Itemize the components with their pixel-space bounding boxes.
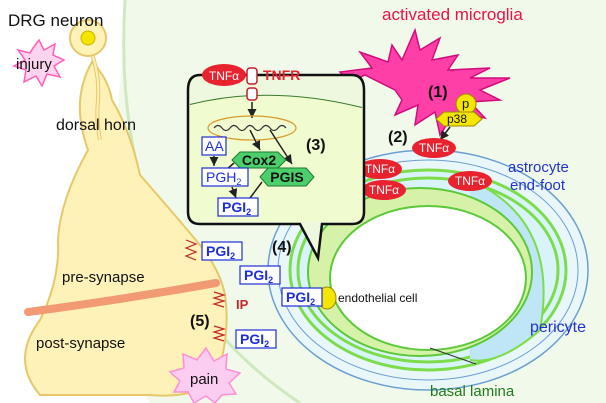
pain-label: pain xyxy=(190,371,218,388)
aa-box xyxy=(201,136,227,156)
pre-synapse-pgi2-label: PGI2 xyxy=(206,243,235,261)
p38-label: p38 xyxy=(447,112,467,126)
post-synapse-pgi2-label: PGI2 xyxy=(240,331,269,349)
tnfr-receptor xyxy=(246,67,258,101)
svg-text:TNFα: TNFα xyxy=(209,69,239,83)
drg-neuron-label: DRG neuron xyxy=(8,11,103,30)
drg-nucleus xyxy=(80,30,96,46)
svg-text:TNFα: TNFα xyxy=(455,174,485,188)
post-synapse-ip-receptor xyxy=(211,325,227,342)
injury-label: injury xyxy=(16,56,52,73)
svg-text:TNFα: TNFα xyxy=(365,162,395,176)
step-2-label: (2) xyxy=(388,129,408,146)
pre-synapse-pgi2-box xyxy=(201,241,243,261)
pgh2-box xyxy=(201,167,249,187)
microglia-tnfa: TNFα xyxy=(412,138,456,158)
dna-to-cox2-arrow xyxy=(249,129,261,151)
dorsal-horn-label: dorsal horn xyxy=(56,117,136,134)
p38-to-tnfa-arrow xyxy=(439,126,451,141)
pgh2-to-pgi2-arrow xyxy=(228,186,238,199)
activated-microglia-label: activated microglia xyxy=(382,5,523,24)
ip-receptor-upper xyxy=(211,291,227,308)
tnfr-label: TNFR xyxy=(263,67,300,83)
released-tnfa-1: TNFα xyxy=(358,159,402,179)
released-tnfa-3: TNFα xyxy=(448,171,492,191)
endothelial-cell-label: endothelial cell xyxy=(338,291,417,305)
p38-kinase xyxy=(435,111,483,127)
post-synapse-pgi2-box xyxy=(235,329,277,349)
cleft-pgi2-box xyxy=(239,265,281,285)
vessel-pgi2-box xyxy=(281,287,323,307)
pre-synapse-label: pre-synapse xyxy=(62,269,145,286)
pgis-enzyme xyxy=(259,167,315,187)
cox2-label: Cox2 xyxy=(242,152,276,168)
callout-pgi2-box xyxy=(217,197,259,217)
post-synapse-label: post-synapse xyxy=(36,335,125,352)
step-1-label: (1) xyxy=(428,84,448,101)
dna-strand xyxy=(213,124,287,132)
neuron-body xyxy=(24,60,228,397)
vessel-pgi2-label: PGI2 xyxy=(286,289,315,307)
cleft-pgi2-label: PGI2 xyxy=(244,267,273,285)
step-3-label: (3) xyxy=(306,137,326,154)
callout-pgi2-label: PGI2 xyxy=(222,199,251,217)
pgh2-label: PGH2 xyxy=(206,169,241,187)
pain-burst xyxy=(168,346,242,403)
ip-label: IP xyxy=(236,297,249,312)
pericyte-label: pericyte xyxy=(530,319,586,336)
vessel-lumen xyxy=(329,205,527,351)
basal-lamina-pointer xyxy=(429,347,477,365)
phospho-label: p xyxy=(462,96,469,111)
pre-synapse-ip-receptor xyxy=(184,239,198,261)
pgis-label: PGIS xyxy=(270,169,303,185)
synaptic-cleft xyxy=(24,279,220,316)
svg-text:TNFα: TNFα xyxy=(419,141,449,155)
svg-text:TNFα: TNFα xyxy=(369,183,399,197)
step-5-label: (5) xyxy=(190,313,210,330)
step-4-label: (4) xyxy=(272,239,292,256)
aa-label: AA xyxy=(205,138,224,154)
injury-burst xyxy=(12,38,66,88)
basal-lamina-label: basal lamina xyxy=(430,383,515,400)
dna-to-pgis-arrow xyxy=(269,129,293,165)
astrocyte-label-line1: astrocyte xyxy=(508,159,569,176)
callout-tnfa: TNFα xyxy=(202,64,246,86)
released-tnfa-2: TNFα xyxy=(362,180,406,200)
astrocyte-label-line2: end-foot xyxy=(510,177,566,194)
